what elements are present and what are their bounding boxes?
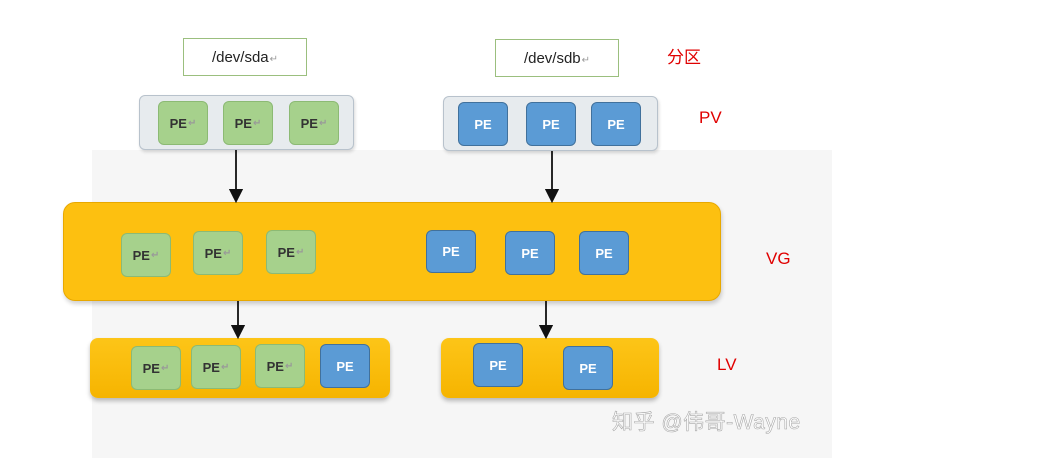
- label-vg: VG: [766, 249, 791, 268]
- pe-block-blue: PE: [591, 102, 641, 146]
- pe-block-blue: PE: [320, 344, 370, 388]
- pe-block-blue: PE: [505, 231, 555, 275]
- partition-sda-box: /dev/sda: [183, 38, 307, 76]
- pe-block-blue: PE: [563, 346, 613, 390]
- pe-block-green: PE: [223, 101, 273, 145]
- pe-block-green: PE: [158, 101, 208, 145]
- pv-sdb-box: PE PE PE: [443, 96, 658, 151]
- pe-block-blue: PE: [458, 102, 508, 146]
- label-partition: 分区: [667, 48, 701, 67]
- pe-block-green: PE: [193, 231, 243, 275]
- label-pv: PV: [699, 108, 722, 127]
- watermark: 知乎 @伟哥-Wayne: [612, 411, 801, 435]
- pe-block-green: PE: [289, 101, 339, 145]
- diagram-backdrop: [92, 150, 832, 458]
- pe-block-green: PE: [266, 230, 316, 274]
- partition-sda-label: /dev/sda: [212, 49, 278, 66]
- pe-block-blue: PE: [473, 343, 523, 387]
- pe-block-green: PE: [121, 233, 171, 277]
- lv-box-right: PE PE: [441, 338, 659, 398]
- lv-box-left: PE PE PE PE: [90, 338, 390, 398]
- partition-sdb-box: /dev/sdb: [495, 39, 619, 77]
- label-lv: LV: [717, 355, 737, 374]
- pe-block-blue: PE: [426, 230, 476, 273]
- pe-block-blue: PE: [526, 102, 576, 146]
- pe-block-green: PE: [255, 344, 305, 388]
- pe-block-green: PE: [131, 346, 181, 390]
- pe-block-blue: PE: [579, 231, 629, 275]
- vg-box: PE PE PE PE PE PE: [63, 202, 721, 301]
- partition-sdb-label: /dev/sdb: [524, 50, 590, 67]
- pv-sda-box: PE PE PE: [139, 95, 354, 150]
- pe-block-green: PE: [191, 345, 241, 389]
